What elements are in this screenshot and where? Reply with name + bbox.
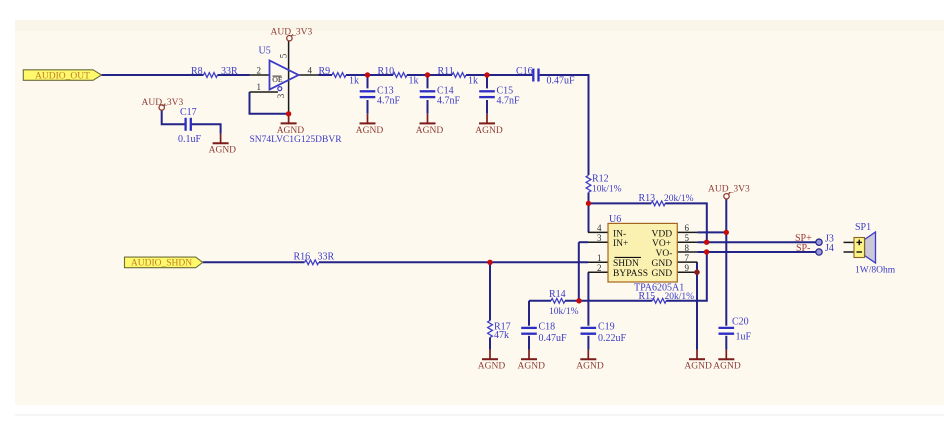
- svg-text:C18: C18: [539, 322, 556, 333]
- svg-text:VDD: VDD: [652, 229, 673, 239]
- svg-text:1k: 1k: [468, 75, 478, 86]
- svg-text:C13: C13: [377, 86, 394, 97]
- svg-text:AGND: AGND: [713, 362, 741, 372]
- svg-text:47k: 47k: [494, 330, 509, 341]
- svg-text:7: 7: [685, 253, 690, 263]
- svg-text:20k/1%: 20k/1%: [665, 292, 695, 302]
- svg-text:AUDIO_OUT: AUDIO_OUT: [35, 71, 90, 81]
- svg-text:C17: C17: [180, 107, 197, 118]
- svg-text:R10: R10: [378, 66, 395, 77]
- svg-text:C16: C16: [516, 66, 533, 77]
- svg-text:AUDIO_SHDN: AUDIO_SHDN: [131, 259, 192, 269]
- svg-text:R16: R16: [294, 252, 311, 263]
- svg-text:8: 8: [685, 243, 690, 253]
- svg-text:R13: R13: [639, 193, 656, 204]
- svg-text:SHDN: SHDN: [613, 259, 639, 269]
- svg-text:SP-: SP-: [796, 243, 810, 254]
- svg-text:2: 2: [597, 263, 602, 273]
- svg-text:R14: R14: [549, 289, 566, 300]
- svg-text:2: 2: [257, 65, 262, 75]
- svg-text:1k: 1k: [409, 75, 419, 86]
- svg-text:1W/8Ohm: 1W/8Ohm: [855, 266, 896, 276]
- svg-text:3: 3: [597, 233, 602, 243]
- svg-text:6: 6: [685, 223, 690, 233]
- svg-text:1: 1: [257, 82, 262, 92]
- svg-text:J3: J3: [825, 234, 834, 245]
- svg-text:SN74LVC1G125DBVR: SN74LVC1G125DBVR: [250, 135, 343, 145]
- svg-text:4.7nF: 4.7nF: [377, 96, 401, 107]
- svg-text:AGND: AGND: [356, 126, 384, 136]
- svg-text:AGND: AGND: [576, 362, 604, 372]
- svg-text:5: 5: [685, 233, 690, 243]
- svg-text:1uF: 1uF: [736, 332, 752, 343]
- svg-text:4.7nF: 4.7nF: [497, 96, 521, 107]
- svg-text:TPA6205A1: TPA6205A1: [634, 283, 684, 294]
- svg-text:AGND: AGND: [277, 126, 305, 136]
- svg-text:VO+: VO+: [652, 239, 671, 249]
- svg-text:C14: C14: [437, 86, 454, 97]
- svg-text:GND: GND: [652, 269, 673, 279]
- svg-text:R15: R15: [639, 291, 656, 302]
- svg-text:0.47uF: 0.47uF: [547, 75, 576, 86]
- svg-text:10k/1%: 10k/1%: [592, 184, 622, 194]
- svg-text:J4: J4: [825, 243, 834, 254]
- svg-text:20k/1%: 20k/1%: [664, 194, 694, 204]
- svg-text:C15: C15: [497, 86, 514, 97]
- svg-text:9: 9: [685, 263, 690, 273]
- svg-text:33R: 33R: [318, 252, 335, 263]
- svg-text:SP+: SP+: [795, 233, 812, 244]
- svg-text:1k: 1k: [349, 75, 359, 86]
- svg-text:AGND: AGND: [209, 146, 237, 156]
- svg-text:R8: R8: [191, 66, 203, 77]
- svg-text:AGND: AGND: [478, 362, 506, 372]
- svg-text:4.7nF: 4.7nF: [437, 96, 461, 107]
- svg-text:GND: GND: [652, 259, 673, 269]
- svg-text:0.1uF: 0.1uF: [178, 134, 202, 145]
- svg-text:1: 1: [597, 253, 602, 263]
- svg-text:AGND: AGND: [416, 126, 444, 136]
- svg-text:IN-: IN-: [613, 229, 626, 239]
- svg-text:AUD_3V3: AUD_3V3: [142, 98, 184, 108]
- svg-text:OE: OE: [272, 75, 283, 84]
- svg-text:0.47uF: 0.47uF: [539, 333, 568, 344]
- svg-text:3: 3: [276, 93, 286, 98]
- svg-text:C20: C20: [732, 316, 749, 327]
- svg-text:R17: R17: [494, 322, 511, 333]
- svg-text:33R: 33R: [221, 66, 238, 77]
- svg-text:R11: R11: [438, 66, 454, 77]
- svg-text:U6: U6: [609, 214, 621, 225]
- svg-text:0.22uF: 0.22uF: [598, 333, 627, 344]
- svg-text:AGND: AGND: [684, 362, 712, 372]
- svg-text:AUD_3V3: AUD_3V3: [708, 185, 750, 195]
- svg-text:C19: C19: [598, 322, 615, 333]
- svg-text:10k/1%: 10k/1%: [549, 307, 579, 317]
- svg-text:VO-: VO-: [656, 249, 673, 259]
- svg-text:5: 5: [279, 53, 289, 58]
- svg-text:AUD_3V3: AUD_3V3: [271, 27, 313, 37]
- svg-text:AGND: AGND: [475, 126, 503, 136]
- svg-text:4: 4: [597, 223, 602, 233]
- svg-text:R12: R12: [592, 174, 609, 185]
- svg-text:BYPASS: BYPASS: [613, 269, 648, 279]
- svg-text:4: 4: [308, 65, 313, 75]
- svg-text:AGND: AGND: [518, 362, 546, 372]
- svg-text:IN+: IN+: [613, 239, 628, 249]
- svg-text:U5: U5: [259, 46, 271, 57]
- svg-text:SP1: SP1: [855, 222, 871, 233]
- svg-text:R9: R9: [319, 66, 331, 77]
